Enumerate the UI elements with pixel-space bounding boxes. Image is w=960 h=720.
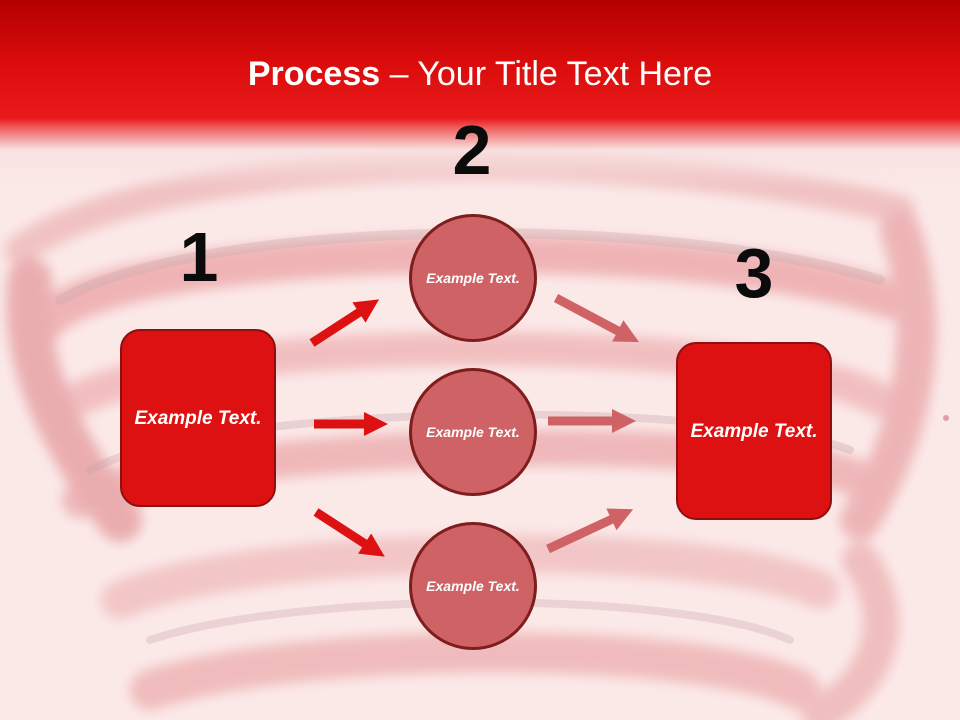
title-rest-text: – Your Title Text Here <box>380 55 713 93</box>
step-number-2: 2 <box>452 111 492 189</box>
step-number-3: 3 <box>734 234 774 312</box>
step-number-1: 1 <box>179 218 219 296</box>
top-circle-text: Example Text. <box>426 269 520 286</box>
left-process-box: Example Text. <box>120 329 276 507</box>
bottom-circle-text: Example Text. <box>426 577 520 594</box>
slide-title: Process – Your Title Text Here <box>0 52 960 96</box>
right-box-text: Example Text. <box>690 420 818 442</box>
middle-circle-text: Example Text. <box>426 423 520 440</box>
title-bold-text: Process <box>247 55 381 93</box>
left-box-text: Example Text. <box>134 407 262 429</box>
right-process-box: Example Text. <box>676 342 832 520</box>
title-band <box>0 0 960 190</box>
bottom-circle: Example Text. <box>409 522 537 650</box>
middle-circle: Example Text. <box>409 368 537 496</box>
top-circle: Example Text. <box>409 214 537 342</box>
